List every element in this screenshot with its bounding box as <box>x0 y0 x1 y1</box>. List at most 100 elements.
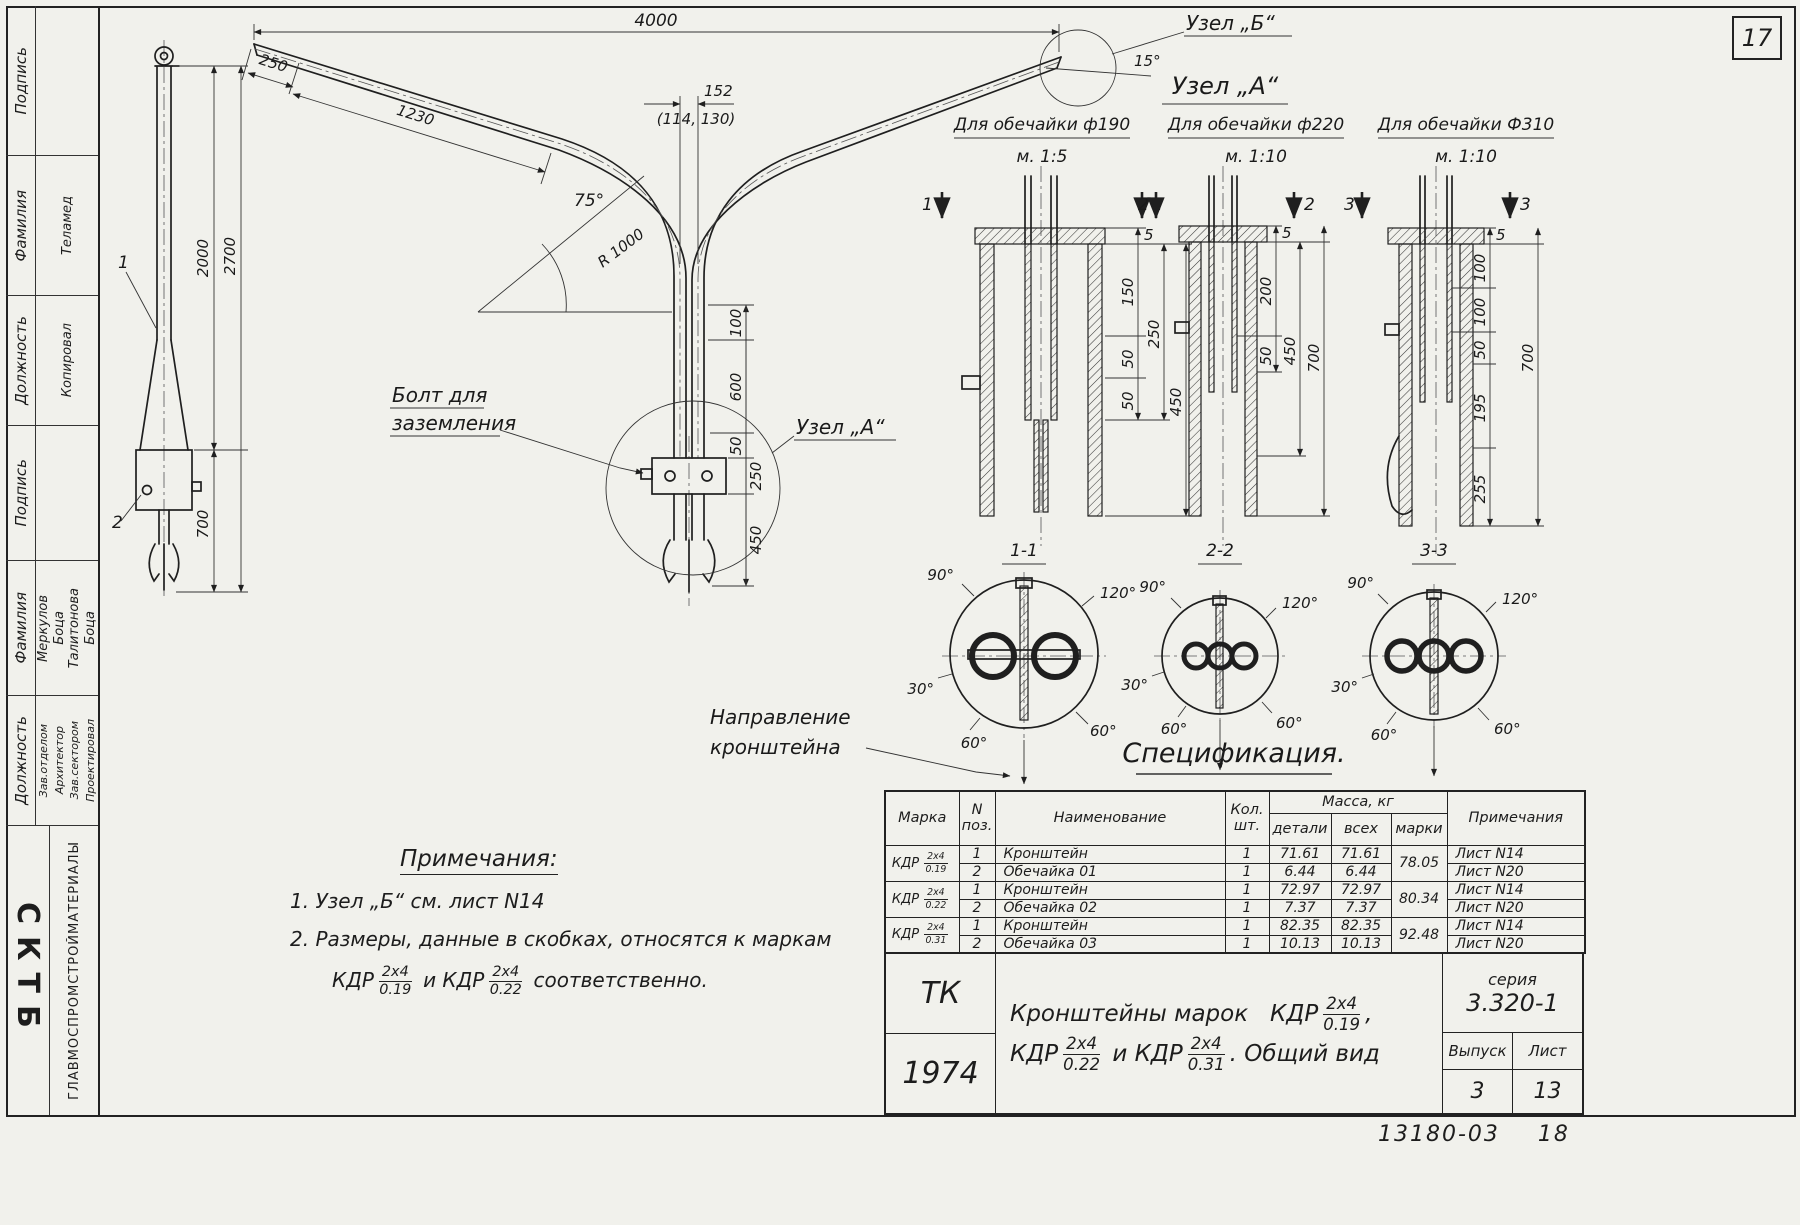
cell-note: Лист N20 <box>1446 898 1586 918</box>
cell-det: 10.13 <box>1268 934 1332 954</box>
s1-angle-60a: 60° <box>961 734 988 752</box>
cell-det: 7.37 <box>1268 898 1332 918</box>
dim-700: 700 <box>194 510 212 539</box>
stamp-copier-role: Копировал <box>59 323 75 398</box>
cell-det: 82.35 <box>1268 916 1332 936</box>
s3-angle-120: 120° <box>1502 590 1538 608</box>
doc-page: 18 <box>1537 1122 1570 1147</box>
s2-angle-60b: 60° <box>1276 714 1303 732</box>
bracket-side-view: 4000 250 1230 152 (114, 130) 75° R 1000 … <box>241 11 1292 779</box>
cell-note: Лист N14 <box>1446 844 1586 864</box>
drawing-area: 2000 700 2700 1 2 4000 250 <box>112 11 1554 785</box>
detail-obechayka-310: Для обечайки Ф310 м. 1:10 3 3 5 100 100 … <box>1344 115 1554 554</box>
stamp-roles: Зав.отделом Архитектор Зав.сектором Прое… <box>36 696 98 825</box>
cell-pos: 2 <box>958 934 996 954</box>
d3-dim-195: 195 <box>1471 394 1489 423</box>
cell-all: 6.44 <box>1330 862 1392 882</box>
sheet-number: 17 <box>1741 24 1773 52</box>
dim-600: 600 <box>727 373 745 402</box>
cell-name: Обечайка 02 <box>994 898 1226 918</box>
dim-152: 152 <box>704 82 733 100</box>
section-2-2: 2-2 90° 120° 30° 60° 60° <box>1121 541 1318 771</box>
stamp-row: Подпись <box>6 426 98 561</box>
cell-name: Обечайка 03 <box>994 934 1226 954</box>
stamp-label-cell: Должность <box>6 296 36 425</box>
list-value: 13 <box>1533 1078 1562 1104</box>
stamp-org-short-cell: СКТБ <box>6 826 50 1115</box>
detail2-scale: м. 1:10 <box>1225 147 1287 167</box>
d2-dim-450: 450 <box>1281 337 1299 366</box>
d3-dim-50: 50 <box>1471 340 1489 359</box>
dim-250b: 250 <box>747 462 765 491</box>
stamp-familia-label-2: Фамилия <box>11 592 30 664</box>
detail1-title: Для обечайки ф190 <box>953 115 1130 135</box>
detail1-scale: м. 1:5 <box>1017 147 1068 167</box>
uzel-a-callout: Узел „А“ <box>796 415 885 439</box>
bolt-label-line2: заземления <box>392 411 516 435</box>
spec-row: 2 Обечайка 02 1 7.37 7.37 Лист N20 <box>885 898 1586 918</box>
d3-dim-700: 700 <box>1519 344 1537 373</box>
s3-angle-30: 30° <box>1331 678 1358 696</box>
dim-1230: 1230 <box>395 101 437 129</box>
pole-front-view: 2000 700 2700 1 2 <box>112 40 248 598</box>
hdr-marki: марки <box>1390 812 1448 846</box>
detail-obechayka-190: Для обечайки ф190 м. 1:5 1 1 5 150 50 50… <box>922 115 1192 546</box>
stamp-role: Проектировал <box>83 719 97 802</box>
cell-name: Кронштейн <box>994 880 1226 900</box>
sheet-number-box: 17 <box>1732 16 1782 60</box>
stamp-org-full-cell: ГЛАВМОСПРОМСТРОЙМАТЕРИАЛЫ <box>50 826 98 1115</box>
cell-det: 71.61 <box>1268 844 1332 864</box>
cell-qty: 1 <box>1224 880 1270 900</box>
cell-name: Кронштейн <box>994 916 1226 936</box>
series-label: серия <box>1488 969 1537 989</box>
s3-angle-60a: 60° <box>1371 726 1398 744</box>
stamp-name: Боца <box>51 611 67 645</box>
callout-2: 2 <box>112 513 123 533</box>
d1-dim-50b: 50 <box>1119 391 1137 410</box>
vypusk-cell: Выпуск 3 <box>1443 1033 1513 1113</box>
uzel-a-heading: Узел „А“ <box>1172 72 1279 100</box>
cell-qty: 1 <box>1224 862 1270 882</box>
s1-angle-90: 90° <box>927 566 954 584</box>
spec-row: 2 Обечайка 03 1 10.13 10.13 Лист N20 <box>885 934 1586 954</box>
angle-15: 15° <box>1134 52 1161 70</box>
vypusk-value: 3 <box>1470 1078 1485 1104</box>
notes-block: Примечания: 1. Узел „Б“ см. лист N14 2. … <box>290 846 850 998</box>
cell-all: 7.37 <box>1330 898 1392 918</box>
section-3-3: 3-3 90° 120° 30° 60° 60° <box>1331 541 1538 777</box>
s2-angle-120: 120° <box>1282 594 1318 612</box>
cell-pos: 2 <box>958 898 996 918</box>
cell-all: 72.97 <box>1330 880 1392 900</box>
stamp-role: Архитектор <box>52 726 66 795</box>
stamp-names: Меркулов Боца Талитонова Боца <box>36 561 98 695</box>
dim-2700: 2700 <box>221 237 239 275</box>
left-stamp: Подпись Фамилия Теламед Должность Копиро… <box>6 6 100 1115</box>
stamp-value-cell: Копировал <box>36 296 98 425</box>
cell-name: Обечайка 01 <box>994 862 1226 882</box>
notes-heading: Примечания: <box>400 846 558 875</box>
angle-75: 75° <box>574 191 604 211</box>
d3-dim-100a: 100 <box>1471 254 1489 283</box>
cell-qty: 1 <box>1224 844 1270 864</box>
detail2-title: Для обечайки ф220 <box>1167 115 1344 135</box>
stamp-row: Фамилия Теламед <box>6 156 98 296</box>
stamp-podpis-label-2: Подпись <box>11 459 30 527</box>
dim-50: 50 <box>727 436 745 455</box>
s3-angle-60b: 60° <box>1494 720 1521 738</box>
cell-name: Кронштейн <box>994 844 1226 864</box>
section-mark-1-left: 1 <box>922 195 933 215</box>
stamp-name: Талитонова <box>67 587 83 669</box>
list-label: Лист <box>1513 1033 1582 1070</box>
hdr-name: Наименование <box>994 790 1226 846</box>
stamp-podpis-label: Подпись <box>11 46 30 115</box>
cell-pos: 2 <box>958 862 996 882</box>
cell-mark-mass: 92.48 <box>1390 916 1448 954</box>
s2-angle-60a: 60° <box>1161 720 1188 738</box>
dim-100: 100 <box>727 309 745 338</box>
stamp-role: Зав.отделом <box>37 723 51 798</box>
